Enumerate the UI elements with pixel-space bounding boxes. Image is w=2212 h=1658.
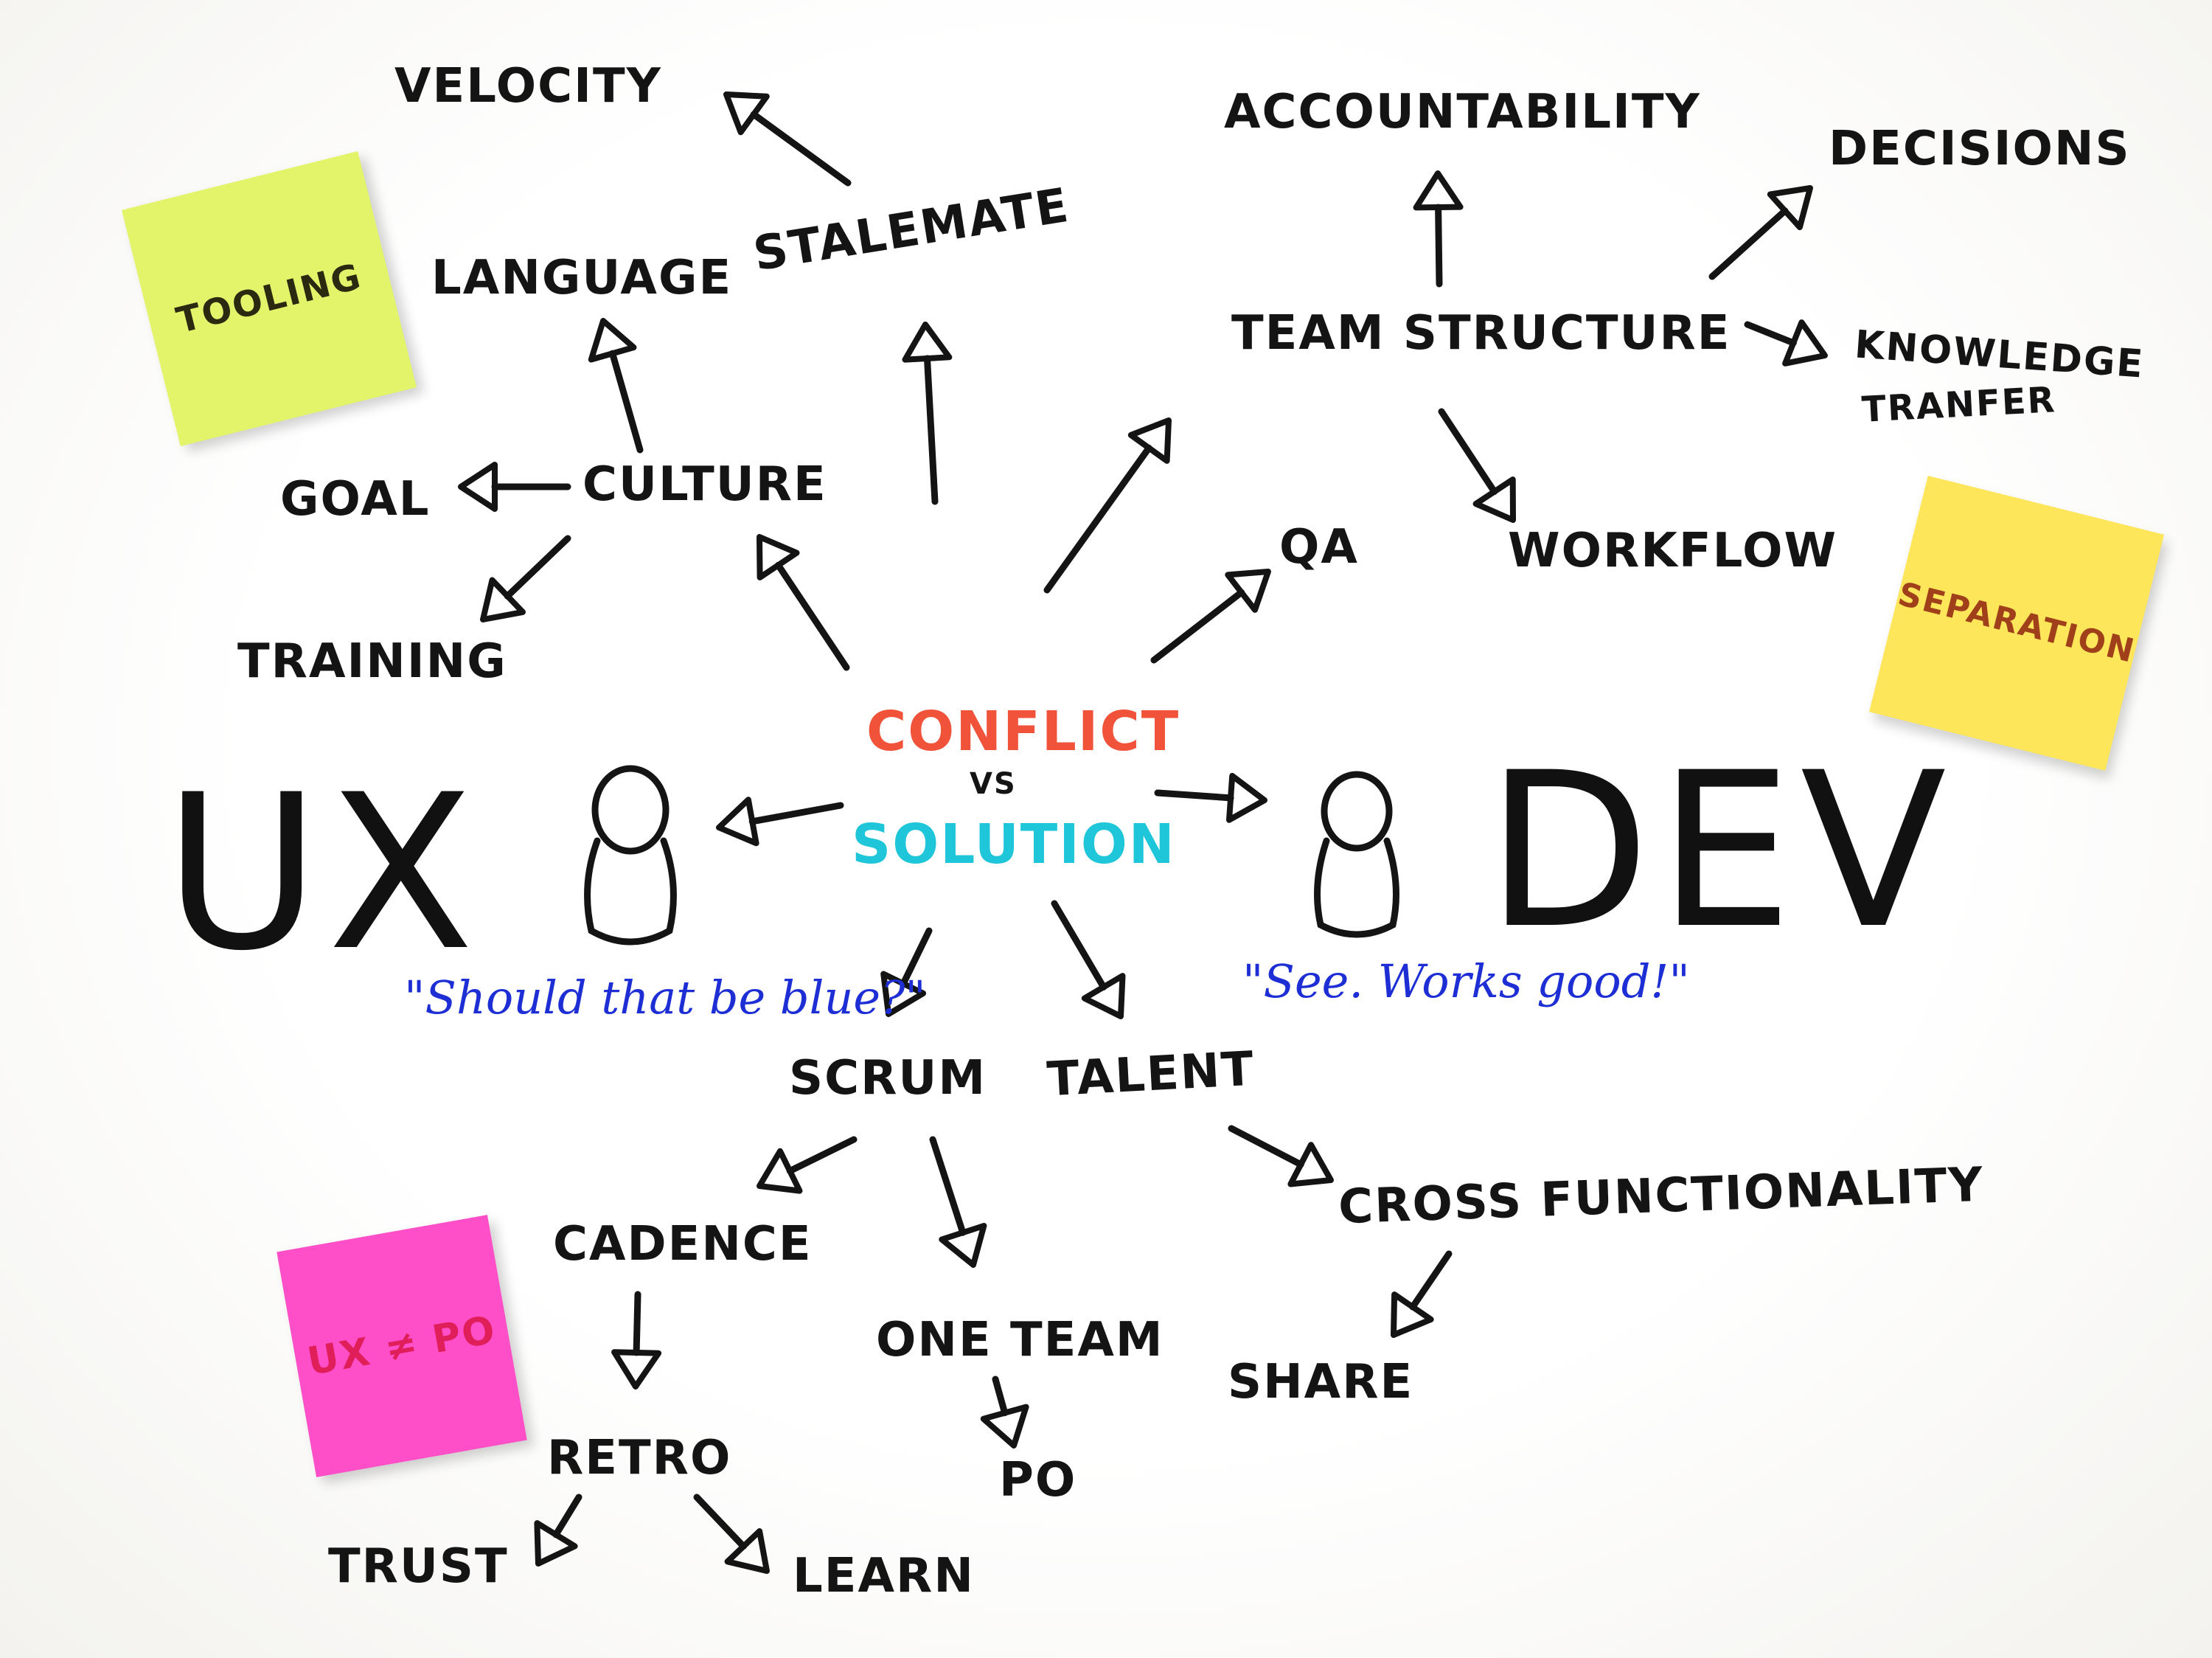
center-solution: SOLUTION bbox=[852, 813, 1176, 876]
arrow-center-team-structure bbox=[1043, 417, 1172, 594]
arrow-stalemate-velocity bbox=[723, 91, 852, 187]
sticky-note-ux-po-text: UX ≠ PO bbox=[304, 1308, 500, 1384]
arrow-retro-trust bbox=[534, 1494, 582, 1567]
topic-share: SHARE bbox=[1228, 1355, 1414, 1409]
arrow-center-culture bbox=[757, 534, 850, 671]
sticky-note-tooling-text: TOOLING bbox=[172, 255, 366, 342]
topic-training: TRAINING bbox=[237, 634, 507, 689]
topic-one-team: ONE TEAM bbox=[876, 1313, 1164, 1367]
arrow-team-structure-knowledge bbox=[1744, 319, 1828, 367]
topic-workflow: WORKFLOW bbox=[1508, 524, 1838, 578]
topic-learn: LEARN bbox=[793, 1549, 975, 1603]
topic-accountability: ACCOUNTABILITY bbox=[1224, 85, 1701, 139]
arrow-center-qa bbox=[1150, 569, 1271, 664]
arrow-cadence-retro bbox=[611, 1291, 662, 1390]
role-dev: DEV bbox=[1486, 727, 1954, 976]
arrow-culture-language bbox=[588, 318, 644, 454]
sticky-note-ux-po: UX ≠ PO bbox=[276, 1215, 527, 1477]
arrow-scrum-one-team bbox=[929, 1136, 987, 1268]
arrow-one-team-po bbox=[980, 1376, 1029, 1449]
topic-po: PO bbox=[999, 1453, 1077, 1508]
arrow-team-structure-decisions bbox=[1708, 185, 1813, 280]
topic-decisions: DECISIONS bbox=[1829, 122, 2131, 176]
arrow-scrum-cadence bbox=[757, 1136, 858, 1194]
topic-knowledge-transfer-line2: TRANFER bbox=[1860, 379, 2057, 431]
arrow-center-talent bbox=[1051, 900, 1126, 1019]
sticky-note-separation-text: SEPARATION bbox=[1894, 575, 2139, 671]
arrow-team-structure-workflow bbox=[1438, 408, 1516, 523]
topic-talent: TALENT bbox=[1046, 1041, 1256, 1108]
arrow-center-ux bbox=[716, 797, 844, 847]
topic-culture: CULTURE bbox=[582, 457, 827, 512]
arrow-center-dev bbox=[1154, 772, 1267, 823]
topic-retro: RETRO bbox=[547, 1431, 732, 1485]
arrow-talent-cross bbox=[1228, 1125, 1334, 1187]
dev-person-icon bbox=[1314, 771, 1399, 938]
arrow-center-scrum bbox=[880, 927, 933, 1017]
center-vs: VS bbox=[970, 767, 1017, 801]
arrow-cross-share bbox=[1391, 1250, 1453, 1338]
topic-qa: QA bbox=[1279, 520, 1359, 575]
topic-language: LANGUAGE bbox=[431, 251, 733, 305]
topic-cadence: CADENCE bbox=[553, 1217, 813, 1272]
role-ux: UX bbox=[164, 749, 481, 998]
topic-trust: TRUST bbox=[328, 1539, 509, 1594]
arrow-culture-goal bbox=[458, 462, 571, 512]
topic-velocity: VELOCITY bbox=[394, 59, 662, 114]
ux-person-icon bbox=[584, 765, 677, 946]
arrow-center-stalemate bbox=[902, 322, 953, 505]
arrow-team-structure-accountability bbox=[1413, 170, 1464, 288]
dev-quote: "See. Works good!" bbox=[1242, 954, 1690, 1008]
ux-quote: "Should that be blue?" bbox=[404, 971, 926, 1024]
topic-scrum: SCRUM bbox=[789, 1051, 987, 1106]
center-conflict: CONFLICT bbox=[866, 700, 1180, 763]
topic-goal: GOAL bbox=[280, 472, 431, 527]
arrow-retro-learn bbox=[693, 1494, 770, 1574]
arrow-culture-training bbox=[480, 535, 571, 622]
topic-team-structure: TEAM STRUCTURE bbox=[1231, 306, 1731, 361]
